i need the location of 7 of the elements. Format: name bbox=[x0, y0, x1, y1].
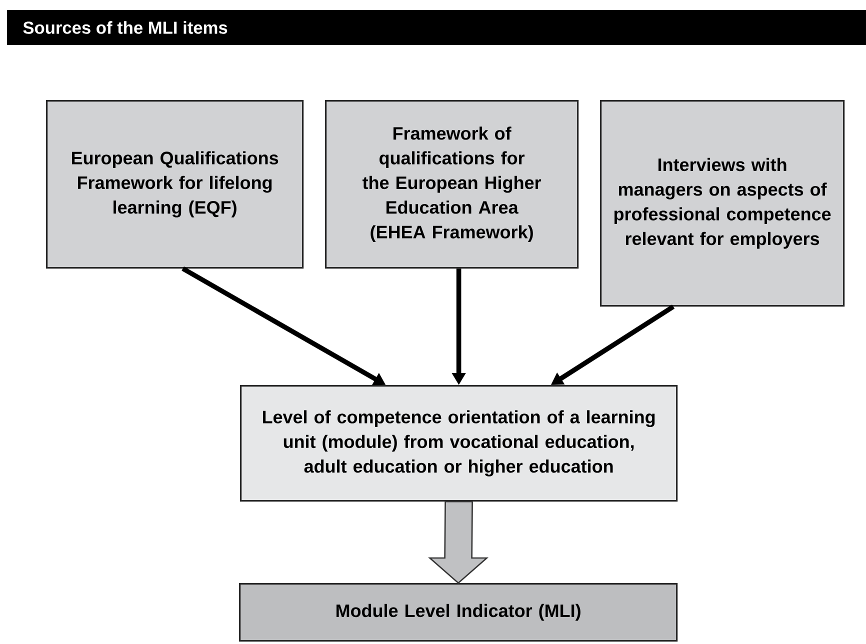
box: Module Level Indicator (MLI) bbox=[239, 583, 678, 642]
box: Level of competence orientation of a learning unit (module) from vocational education, adult education or higher education bbox=[240, 385, 678, 502]
title-bar: Sources of the MLI items bbox=[7, 10, 866, 45]
box: European Qualifications Framework for lifelong learning (EQF) bbox=[46, 100, 304, 269]
box: Interviews with managers on aspects of professional competence relevant for employers bbox=[600, 100, 845, 307]
block-arrow bbox=[428, 500, 489, 584]
box: Framework of qualifications for the European Higher Education Area (EHEA Framework) bbox=[325, 100, 579, 269]
